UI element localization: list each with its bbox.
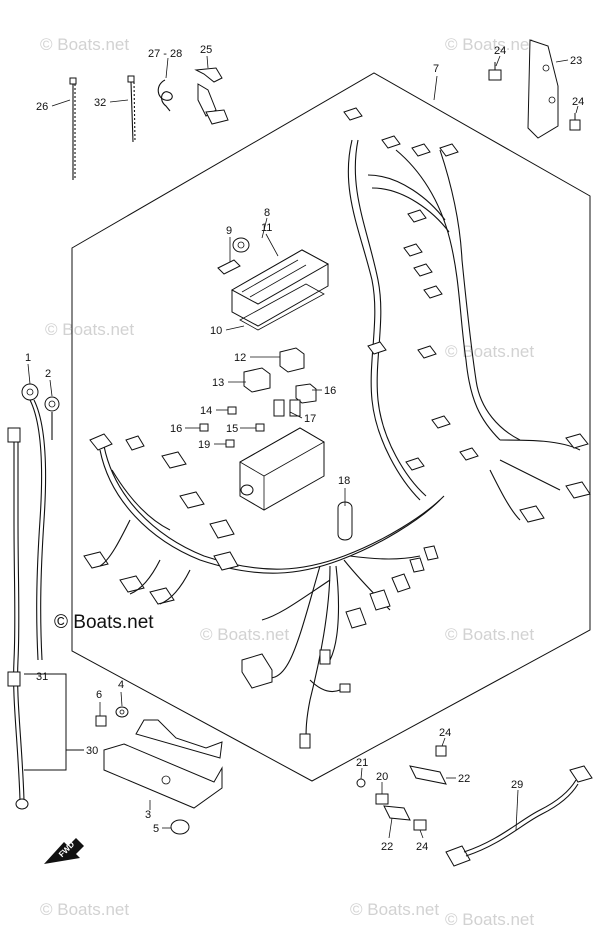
callout-5: 5 <box>153 823 159 835</box>
watermark: © Boats.net <box>445 910 534 929</box>
bracket-23 <box>527 39 559 139</box>
callout-26: 26 <box>36 101 48 113</box>
callout-9: 9 <box>226 225 232 237</box>
fuse-19 <box>225 439 235 448</box>
callout-17: 17 <box>304 413 316 425</box>
fuse-15 <box>255 423 265 432</box>
bolt-24-top <box>488 62 502 81</box>
callout-27-28: 27 - 28 <box>148 48 182 60</box>
callout-31: 31 <box>36 671 48 683</box>
callout-6: 6 <box>96 689 102 701</box>
watermark: © Boats.net <box>350 900 439 919</box>
callout-8: 8 <box>264 207 270 219</box>
callout-19: 19 <box>198 439 210 451</box>
callout-1: 1 <box>25 352 31 364</box>
bolt-24-lower <box>435 745 447 757</box>
watermark: © Boats.net <box>445 35 534 54</box>
relay-13 <box>243 367 271 393</box>
relay-12 <box>279 347 305 373</box>
callout-29: 29 <box>511 779 523 791</box>
callout-25: 25 <box>200 44 212 56</box>
grommet-8 <box>232 237 250 253</box>
battery-cable-1 <box>21 383 47 661</box>
forward-arrow-icon: FWD <box>44 838 84 864</box>
bracket-22-upper <box>409 765 447 785</box>
callout-16: 16 <box>324 385 336 397</box>
nut-20 <box>375 793 389 805</box>
cable-tie-26 <box>69 77 77 180</box>
callout-23: 23 <box>570 55 582 67</box>
relay-16-top <box>295 383 317 404</box>
callout-12: 12 <box>234 352 246 364</box>
callout-10: 10 <box>210 325 222 337</box>
callout-3: 3 <box>145 809 151 821</box>
wire-clamp-27-28 <box>157 79 173 112</box>
watermark: © Boats.net <box>45 320 134 339</box>
fuse-box-11 <box>230 249 330 327</box>
callout-24: 24 <box>416 841 428 853</box>
bolt-24-right <box>569 113 581 131</box>
watermark: © Boats.net <box>445 625 534 644</box>
bolt-6 <box>95 715 107 727</box>
cover-3 <box>103 719 223 809</box>
leader-lines <box>27 55 579 839</box>
extension-lead-29 <box>445 765 593 867</box>
fuse-16 <box>199 423 209 432</box>
battery-terminal-2 <box>44 396 60 440</box>
callout-7: 7 <box>433 63 439 75</box>
callout-22: 22 <box>381 841 393 853</box>
watermark: © Boats.net <box>40 900 129 919</box>
fuse-14 <box>227 406 237 415</box>
bracket-25 <box>194 67 229 125</box>
callout-21: 21 <box>356 757 368 769</box>
callout-18: 18 <box>338 475 350 487</box>
cable-tie-32 <box>127 75 136 143</box>
callout-11: 11 <box>261 222 272 234</box>
callout-16: 16 <box>170 423 182 435</box>
harness-group-outline <box>71 72 591 782</box>
junction-block <box>239 427 325 511</box>
callout-30: 30 <box>86 745 98 757</box>
callout-2: 2 <box>45 368 51 380</box>
main-watermark: © Boats.net <box>54 612 154 633</box>
callout-4: 4 <box>118 679 124 691</box>
callout-24: 24 <box>494 45 506 57</box>
callout-22: 22 <box>458 773 470 785</box>
clip-21 <box>356 778 366 788</box>
fuse-9 <box>217 259 241 275</box>
grommet-5 <box>170 819 190 835</box>
fuse-box-cover-10 <box>239 283 325 331</box>
watermark: © Boats.net <box>445 342 534 361</box>
grommet-18 <box>337 501 353 541</box>
callout-32: 32 <box>94 97 106 109</box>
cable-30 <box>7 427 29 810</box>
wire-harness-7 <box>83 107 591 749</box>
bracket-22-lower <box>383 805 411 821</box>
bolt-24-bottom <box>413 819 427 831</box>
callout-13: 13 <box>212 377 224 389</box>
fuse-17 <box>273 399 301 417</box>
watermark: © Boats.net <box>200 625 289 644</box>
watermark: © Boats.net <box>40 35 129 54</box>
callout-14: 14 <box>200 405 212 417</box>
callout-15: 15 <box>226 423 238 435</box>
callout-20: 20 <box>376 771 388 783</box>
washer-4 <box>115 706 129 718</box>
callout-24: 24 <box>439 727 451 739</box>
bracket-line-30 <box>24 673 67 771</box>
callout-24: 24 <box>572 96 584 108</box>
